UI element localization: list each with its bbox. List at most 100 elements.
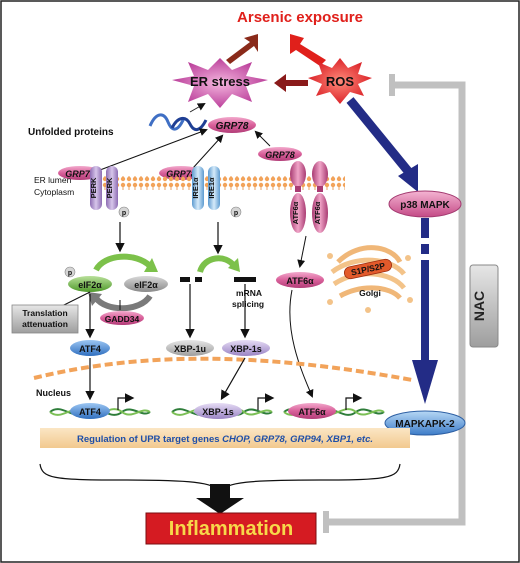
er-stress-label: ER stress <box>190 74 250 89</box>
ire1a-label-1: IRE1α <box>191 177 200 199</box>
atf4-node <box>70 340 110 356</box>
arsenic-exposure-label: Arsenic exposure <box>237 9 363 26</box>
ire1a-label-2: IRE1α <box>207 177 216 199</box>
atf6a-stalk-1 <box>295 186 301 192</box>
p38-mapk-label: p38 MAPK <box>400 200 450 211</box>
atf4-nuclear-node <box>70 403 110 419</box>
perk-monomer-2 <box>106 166 118 210</box>
atf6a-to-golgi-arrow <box>297 235 307 268</box>
perk-phospho-label: p <box>122 210 126 217</box>
xbp1s-label: XBP-1s <box>230 344 262 354</box>
translation-attenuation-box <box>11 304 79 334</box>
atf6a-cleaved-node <box>276 272 324 288</box>
upr-regulation-genes: CHOP, GRP78, GRP94, XBP1, etc. <box>222 434 373 445</box>
perk-label-2: PERK <box>105 177 114 198</box>
grp78-atf6-arrow <box>254 130 271 147</box>
xbp1u-node <box>166 340 214 356</box>
grp78-atf6 <box>258 147 302 161</box>
xbp1s-nuclear-node <box>194 403 242 419</box>
ire1a-phospho-label: p <box>234 210 238 217</box>
splicing-line-1: mRNA <box>236 288 262 298</box>
eif2a-cycle-bottom-head <box>88 292 102 306</box>
grp78-ire1-label: GRP78 <box>166 169 196 179</box>
grp78-central <box>208 117 256 133</box>
atf4-tss-arrow <box>117 393 135 410</box>
unfolded-protein-squiggle-1 <box>148 113 186 131</box>
atf6a-label-1: ATF6α <box>291 201 300 224</box>
xbp1s-node <box>222 340 270 356</box>
splicing-curve-head <box>228 258 240 272</box>
eif2a-phospho-p-label: p <box>68 270 72 277</box>
gadd34-node <box>100 311 144 325</box>
upr-regulation-box <box>40 428 410 448</box>
perk-phospho <box>118 206 130 218</box>
atf6a-nuclear-label: ATF6α <box>298 407 326 417</box>
eif2a-phospho <box>64 266 76 278</box>
eif2a-phospho-node <box>68 276 112 292</box>
golgi-cisterna-2 <box>330 257 406 276</box>
translation-attenuation-link <box>61 291 91 307</box>
inflammation-arrowhead <box>196 498 244 514</box>
mrna-intron <box>190 277 195 282</box>
splicing-curve <box>197 255 237 274</box>
eif2a-node <box>124 276 168 292</box>
atf4-nuclear-label: ATF4 <box>79 407 101 417</box>
nac-inhibition-line <box>326 81 466 526</box>
ire1a-monomer-1 <box>192 166 204 210</box>
atf6a-body-1 <box>290 193 306 233</box>
xbp1u-label: XBP-1u <box>174 344 206 354</box>
mapkapk2-label: MAPKAPK-2 <box>395 419 455 430</box>
golgi-vesicle-2 <box>405 255 411 261</box>
xbp1s-tss-arrow <box>257 393 275 410</box>
golgi-vesicle-1 <box>327 253 333 259</box>
mrna-segment-2 <box>234 277 256 282</box>
eif2a-cycle-top <box>93 253 153 272</box>
arsenic-to-er-stress-arrow <box>226 34 258 64</box>
ros-to-p38-arrow <box>346 97 416 179</box>
grp78-ire1-arrow <box>192 134 224 169</box>
golgi-vesicle-5 <box>365 307 371 313</box>
golgi-label: Golgi <box>359 288 381 298</box>
xbp1s-nuclear-label: XBP-1s <box>202 407 234 417</box>
p38-segment-1 <box>421 218 429 238</box>
golgi-vesicle-3 <box>407 297 413 303</box>
eif2a-cycle-top-head <box>144 258 158 272</box>
atf6a-stalk-2 <box>317 186 323 192</box>
upr-regulation-text: Regulation of UPR target genes CHOP, GRP… <box>77 434 373 445</box>
eif2a-cycle-bottom <box>93 294 153 312</box>
p38-to-mapkapk2-arrowhead <box>412 360 438 404</box>
xbp1s-to-nucleus-arrow <box>220 357 246 401</box>
eif2a-label: eIF2α <box>134 280 158 290</box>
golgi-vesicle-4 <box>327 299 333 305</box>
er-stress-to-unfolded-arrow <box>189 103 206 113</box>
cytoplasm-label: Cytoplasm <box>34 187 74 197</box>
inflammation-label: Inflammation <box>169 518 293 540</box>
unfolded-proteins-label: Unfolded proteins <box>28 127 114 138</box>
translation-line-2: attenuation <box>22 319 68 329</box>
er-stress-star <box>172 58 268 108</box>
nac-label: NAC <box>471 291 487 321</box>
ire1a-monomer-2 <box>208 166 220 210</box>
gadd34-label: GADD34 <box>105 314 140 324</box>
atf6a-nuclear-node <box>288 403 336 419</box>
atf6a-head-2 <box>312 161 328 187</box>
unfolded-protein-squiggle-2 <box>170 117 208 131</box>
grp78-perk-label: GRP78 <box>65 169 95 179</box>
perk-label-1: PERK <box>89 177 98 198</box>
atf6a-tss-arrow <box>345 393 363 410</box>
golgi-cisterna-1 <box>336 245 403 264</box>
atf4-label: ATF4 <box>79 344 101 354</box>
ros-star <box>308 58 372 104</box>
grp78-perk-arrow <box>99 128 208 171</box>
p38-mapk-node <box>388 190 462 218</box>
atf6a-to-nucleus-arrow <box>289 289 314 398</box>
s1p-s2p-node <box>343 258 393 280</box>
upr-regulation-prefix: Regulation of UPR target genes <box>77 434 222 445</box>
ros-to-er-stress-arrow <box>274 74 308 92</box>
arsenic-to-ros-arrow <box>290 34 326 66</box>
ros-to-p38-arrowhead <box>398 164 418 192</box>
atf6a-body-2 <box>312 193 328 233</box>
